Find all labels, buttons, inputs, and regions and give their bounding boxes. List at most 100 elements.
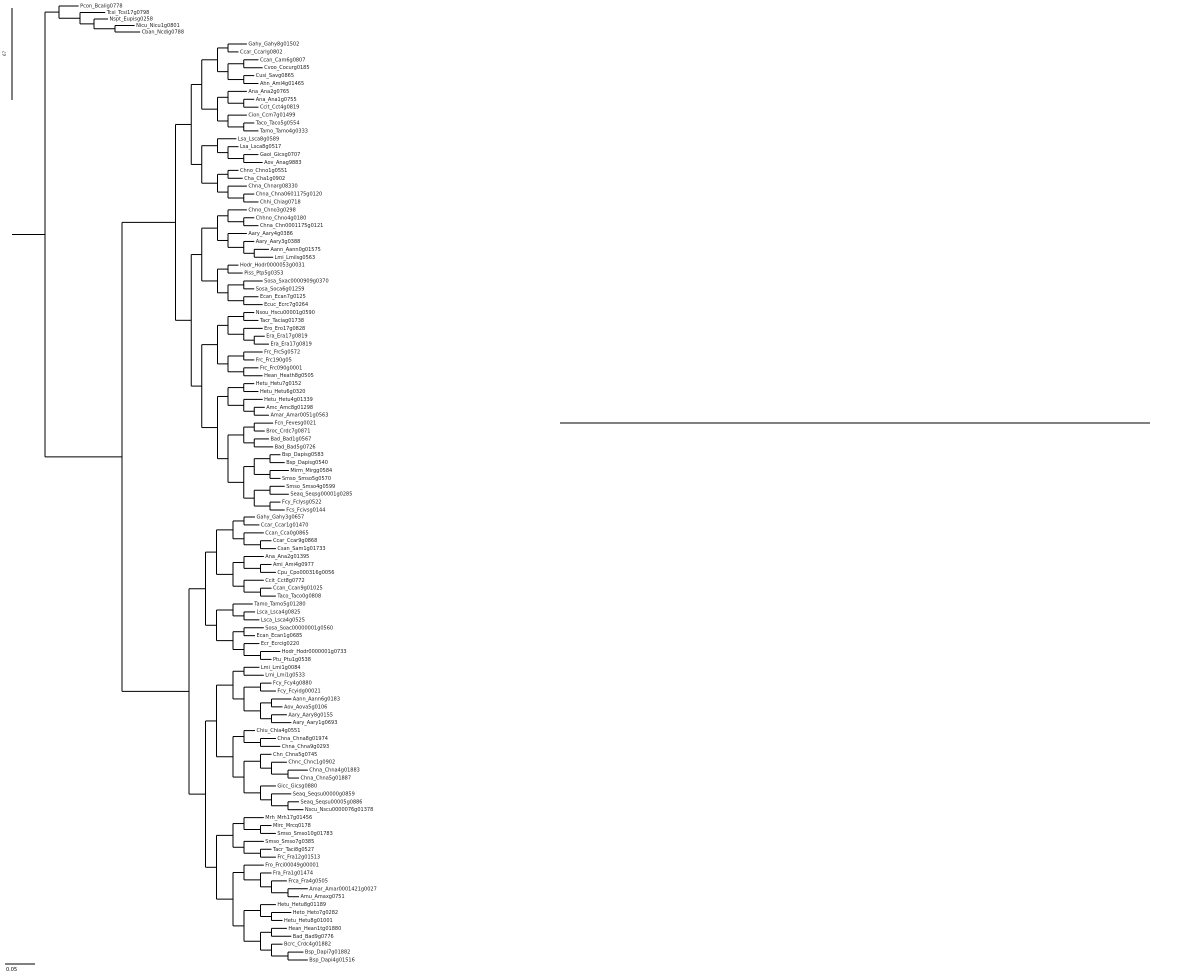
tip-label: Bcrc_Crdc4g01882 [284, 942, 331, 948]
tip-label: Ccan_Ccan9g01025 [273, 586, 323, 592]
tip-label: Chhi_Chiag0718 [260, 199, 301, 205]
tip-label: Seaq_Seqsu00005g0886 [301, 799, 363, 805]
tip-label: Hean_Heath8g0505 [264, 373, 314, 379]
tip-label: Lmi_Lmilsg0563 [275, 255, 315, 261]
tip-label: Chno_Chno3g0298 [248, 207, 295, 213]
tip-label: Fcs_Fcivsg0144 [286, 508, 325, 514]
tip-label: Ana_Ana2g0765 [248, 89, 289, 95]
tip-label: Bad_Bad1g0567 [270, 436, 311, 442]
tip-label: Heto_Heto7g0282 [293, 910, 338, 916]
tip-label: Ccit_Cct8g0772 [265, 578, 304, 584]
tip-label: Hetu_Hetu7g0152 [256, 381, 302, 387]
tip-label: Cha_Cha1g0902 [244, 176, 285, 182]
tip-label: Cion_Ccm7g01499 [248, 113, 295, 119]
tip-label: Chna_Chnarg08330 [248, 184, 297, 190]
tip-label: Ccar_Ccar1g01470 [261, 522, 308, 528]
tip-label: Sosa_Sxac0000909g0370 [264, 278, 329, 284]
tip-label: Cusi_Savg0865 [256, 73, 294, 79]
tip-label: Ptu_Ptu1g0538 [273, 657, 311, 663]
tip-label: Cpu_Cpo000316g0056 [277, 570, 334, 576]
tip-label: Frc_Fra12g01513 [277, 855, 320, 861]
scale-bar: 0.05 [5, 963, 35, 973]
tip-label: Taco_Taco0g0808 [276, 594, 321, 600]
tip-label: Bsp_Dapi7g01882 [305, 950, 350, 956]
root-support-label: 67 [2, 50, 7, 56]
tip-label: Ccar_Ccarlg0802 [240, 49, 283, 55]
tip-label: Taco_Taco5g0554 [255, 120, 300, 126]
tip-label: Tamo_Tamo4g0333 [259, 128, 308, 134]
tip-label: Lmi_Lmi1g0533 [265, 673, 305, 679]
tip-label: Fra_Fra1g01474 [273, 870, 313, 876]
tip-label: Tcsi_Tcsi17g0798 [106, 10, 150, 16]
tip-label: Nspt_Eupisg0258 [110, 17, 153, 23]
tip-label: Lsca_Lsca4g0825 [257, 609, 301, 615]
tip-label: Ecan_Ecan1g0685 [257, 633, 303, 639]
tip-label: Gicc_Gicsg0880 [277, 783, 317, 789]
tip-label: Ami_Ami4g0977 [273, 562, 314, 568]
tip-label: Chnc_Chnc1g0902 [288, 760, 335, 766]
tip-label: Chna_Chna0601175g0120 [256, 192, 322, 198]
tip-label: Bsp_Dapisg0540 [286, 460, 328, 466]
tip-label: Smso_Smso10g01783 [277, 831, 332, 837]
tip-label: Hean_Hean1tg01880 [288, 926, 341, 932]
tip-label: Era_Era17g0819 [266, 334, 307, 340]
tip-label: Aov_Aova5g0106 [284, 704, 327, 710]
tip-label: Pcon_Bcalig0778 [80, 4, 122, 10]
tip-label: Aary_Aary3g0388 [256, 239, 301, 245]
tip-label: Bsp_Dapi4g01516 [309, 958, 354, 964]
tip-label: Chna_Chna4g01883 [309, 768, 360, 774]
tip-label: Lsa_Lsca8g0517 [240, 144, 281, 150]
tip-label: Chna_Chna9g0293 [282, 744, 329, 750]
tip-label: Mrh_Mrh17g01456 [265, 815, 312, 821]
tip-label: Frc_Frc090g0001 [260, 365, 302, 371]
tip-label: Ana_Ana2g01395 [265, 554, 309, 560]
tip-label: Cvoo_Cocurg0185 [264, 65, 309, 71]
tip-label: Tacr_Taci8g0527 [272, 847, 314, 853]
tip-label: Smso_Smso7g0385 [265, 839, 314, 845]
tip-label: Hodr_Hodr0000001g0733 [282, 649, 347, 655]
tip-label: Sosa_Soac00000001g0560 [265, 625, 333, 631]
tip-label: Amc_Amc8g01298 [266, 405, 313, 411]
tip-label: Mirc_Mrcq0178 [273, 823, 311, 829]
tip-label: Ahn_Aml4g01465 [260, 81, 304, 87]
tip-label: Hetu_Hetu4g01339 [264, 397, 313, 403]
tip-label: Frc_Frc190g05 [256, 357, 292, 363]
tip-label: Aann_Aann0g01575 [270, 247, 320, 253]
tip-label: Bad_Bad9g0776 [293, 934, 334, 940]
tip-label: Chn_Chna5g0745 [273, 752, 317, 758]
tip-label: Chna_Chna5g01887 [301, 776, 352, 782]
tip-label: Lsca_Lsca4g0525 [261, 617, 305, 623]
tip-label: Amu_Amaxg0751 [301, 894, 345, 900]
tip-label: Bad_Bad5g0726 [275, 444, 316, 450]
tip-label: Broc_Crdc7g0871 [266, 429, 310, 435]
tip-label: Era_Era17g0819 [270, 342, 311, 348]
tip-label: Seaq_Seqsu00000g0859 [293, 791, 355, 797]
tip-label: Tacr_Taciag01738 [259, 318, 304, 324]
tip-label: Ero_Ero17g0828 [264, 326, 305, 332]
tip-label: Frca_Fra4g0505 [288, 878, 327, 884]
tip-label: Gaoi_Gicsg0707 [260, 152, 300, 158]
tip-label: Aary_Aary1g0693 [293, 720, 338, 726]
tip-label: Smso_Smso4g0599 [286, 484, 335, 490]
tip-label: Cban_Ncdig0788 [142, 30, 184, 36]
tip-label: Frc_Frc5g0572 [264, 350, 300, 356]
tip-label: Gahy_Gahy8g01502 [248, 42, 299, 48]
tree-tip-labels: Pcon_Bcalig0778Tcsi_Tcsi17g0798Nspt_Eupi… [80, 4, 377, 964]
tip-label: Hetu_Hetu8g01001 [284, 918, 333, 924]
tip-label: Fcy_Fcyidg00021 [277, 689, 320, 695]
tip-label: Fro_Frci00049g00001 [265, 863, 319, 869]
tip-label: Fcy_Fclysg0522 [282, 500, 322, 506]
tip-label: Lsa_Lsca8g0589 [238, 136, 279, 142]
tip-label: Chhno_Chno4g0180 [256, 215, 307, 221]
tip-label: Ecr_Ecrcig0220 [261, 641, 299, 647]
tip-label: Hetu_Hetu8g01189 [277, 902, 326, 908]
tip-label: Hodr_Hodr0000053g0031 [240, 263, 305, 269]
tree-branches [11, 5, 1150, 961]
tip-label: Mirm_Mirgg0584 [290, 468, 332, 474]
tip-label: Chno_Chno1g0551 [240, 168, 287, 174]
tip-label: Ccit_Cct4g0819 [260, 105, 299, 111]
tip-label: Ecan_Ecan7g0125 [260, 294, 306, 300]
tip-label: Bsp_Dapisg0583 [282, 452, 324, 458]
tip-label: Chna_Chna8g01974 [277, 736, 328, 742]
